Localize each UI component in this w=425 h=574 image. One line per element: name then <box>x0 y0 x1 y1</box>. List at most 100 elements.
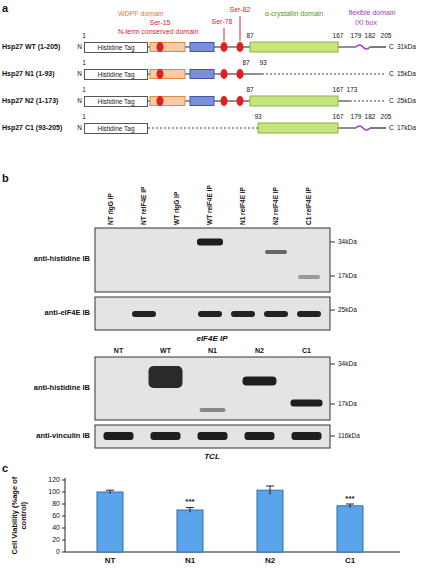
figure-label: N2 <box>265 556 275 565</box>
figure-label: Hsp27 WT (1-205) <box>2 43 60 51</box>
figure-label: IXI box <box>355 19 377 27</box>
figure-label: 34kDa <box>338 360 357 367</box>
figure-label: 40 <box>52 524 60 532</box>
domain-map-part <box>237 42 244 52</box>
western-blot-part <box>95 357 330 420</box>
western-blot-part <box>198 311 222 317</box>
figure-label: 1 <box>82 113 86 120</box>
western-blot-part <box>265 250 287 254</box>
domain-map-part <box>262 74 386 75</box>
figure-label: N1 <box>208 347 217 355</box>
figure-label: 87 <box>242 59 249 66</box>
domain-map-part <box>221 42 228 52</box>
figure-label: C1 <box>345 556 355 565</box>
figure-label: 31kDa <box>397 43 416 50</box>
figure-label: anti-vinculin IB <box>36 432 90 441</box>
figure-label: c <box>2 462 8 475</box>
domain-map-part <box>224 28 225 41</box>
tag-box: Histidine Tag <box>84 96 148 107</box>
figure-label: 93 <box>254 113 261 120</box>
figure-label: N <box>77 97 82 104</box>
figure-label: WDPF domain <box>118 10 164 18</box>
figure-label: 182 <box>365 32 376 39</box>
figure-label: 179 <box>351 32 362 39</box>
tag-box: Histidine Tag <box>84 123 148 134</box>
bar-chart-part <box>62 528 65 529</box>
domain-map-part <box>370 127 386 128</box>
bar-chart-part <box>62 504 65 505</box>
figure-label: N2 reIF4E IP <box>272 187 279 225</box>
domain-map-part <box>190 43 214 52</box>
figure-label: 25kDa <box>338 306 357 313</box>
western-blot-part <box>132 311 156 317</box>
western-blot-part <box>200 408 226 412</box>
western-blot-part <box>330 310 335 311</box>
figure-label: 20 <box>52 536 60 544</box>
figure-label: 167 <box>333 113 344 120</box>
figure-label: 60 <box>52 512 60 520</box>
figure-label: anti-eIF4E IB <box>45 309 90 318</box>
bar-chart-part <box>346 504 354 508</box>
figure-label: 34kDa <box>338 238 357 245</box>
figure-label: 205 <box>381 113 392 120</box>
figure-label: C <box>389 70 394 77</box>
figure-label: WT reIF4E IP <box>206 185 213 225</box>
tag-label: Histidine Tag <box>97 44 134 51</box>
figure-label: 1 <box>82 32 86 39</box>
figure-label: 87 <box>246 86 253 93</box>
domain-map-part <box>190 70 214 79</box>
western-blot-part <box>298 275 320 279</box>
tag-box: Histidine Tag <box>84 42 148 53</box>
figure-label: 80 <box>52 500 60 508</box>
figure-label: C <box>389 124 394 131</box>
figure-label: C <box>389 43 394 50</box>
figure-label: anti-histidine IB <box>34 255 90 264</box>
figure-label: *** <box>185 497 194 506</box>
figure-label: WT <box>160 347 171 355</box>
western-blot-part <box>297 311 321 317</box>
western-blot-part <box>330 364 335 365</box>
bar-chart-part <box>65 478 66 552</box>
figure-label: 167 <box>333 86 344 93</box>
tag-label: Histidine Tag <box>97 125 134 132</box>
domain-map-part <box>157 96 164 106</box>
western-blot-part <box>292 432 322 440</box>
bar-chart-part <box>62 540 65 541</box>
figure-label: N <box>77 70 82 77</box>
figure-label: 205 <box>381 32 392 39</box>
domain-map-part <box>157 42 164 52</box>
figure-label: b <box>2 172 9 185</box>
western-blot-part <box>264 311 288 317</box>
figure-label: α-crystallin domain <box>265 10 324 18</box>
bar-chart-part <box>186 508 194 513</box>
western-blot-part <box>231 311 255 317</box>
domain-map-part <box>356 45 370 49</box>
figure-label: Cell Viability (%age of control) <box>11 471 28 561</box>
bar-chart-part <box>266 486 274 494</box>
figure-label: 179 <box>351 113 362 120</box>
figure-label: C1 reIF4E IP <box>305 187 312 225</box>
domain-map-part <box>237 69 244 79</box>
domain-map-part <box>350 101 386 102</box>
domain-map-part <box>150 43 185 52</box>
bar-chart-part <box>106 490 114 494</box>
bar-chart <box>62 478 400 552</box>
domain-map-part <box>157 69 164 79</box>
domain-map-part <box>221 69 228 79</box>
figure-label: 182 <box>365 113 376 120</box>
western-blot-part <box>95 425 330 448</box>
figure-label: anti-histidine IB <box>34 384 90 393</box>
figure-label: Ser-15 <box>149 19 170 27</box>
bar-chart-part <box>62 516 65 517</box>
western-blot-part <box>291 400 323 407</box>
domain-map-part <box>150 97 185 106</box>
figure-label: eIF4E IP <box>196 334 227 343</box>
figure-label: 1 <box>82 86 86 93</box>
domain-map-part <box>240 16 241 41</box>
bar-chart-part <box>337 506 363 552</box>
domain-map-part <box>148 128 258 129</box>
domain-map-part <box>221 96 228 106</box>
western-blot-part <box>330 436 335 437</box>
